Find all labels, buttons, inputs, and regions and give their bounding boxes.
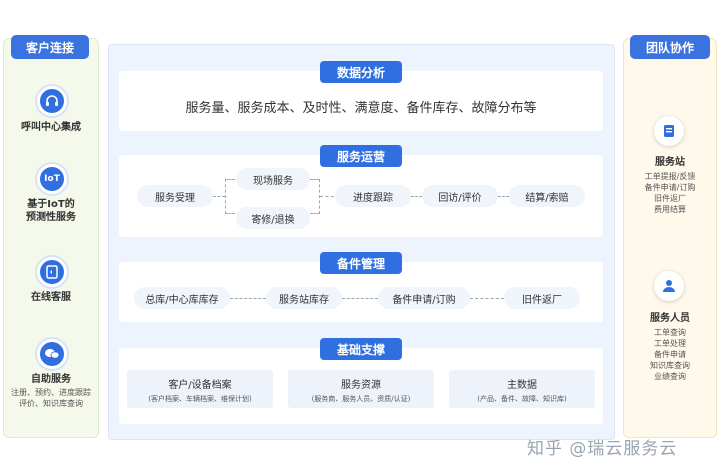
- foundation-card-sub: (客户档案、车辆档案、维保计划): [148, 395, 252, 403]
- foundation-card-title: 客户/设备档案: [168, 380, 232, 391]
- customer-connection-title: 客户连接: [11, 35, 89, 59]
- foundation-card-master-data: 主数据 (产品、备件、故障、知识库): [449, 370, 595, 408]
- left-item-label-self-service: 自助服务: [31, 374, 71, 385]
- team-collaboration-column: [623, 38, 717, 438]
- right-item-sub-staff: 工单查询 工单处理 备件申请 知识库查询 业绩查询: [650, 328, 690, 381]
- foundation-card-sub: (产品、备件、故障、知识库): [477, 395, 567, 403]
- foundation-card-title: 主数据: [507, 380, 537, 391]
- parts-title: 备件管理: [320, 252, 402, 274]
- foundation-card-customer: 客户/设备档案 (客户档案、车辆档案、维保计划): [127, 370, 273, 408]
- left-item-label-call-center: 呼叫中心集成: [21, 122, 81, 133]
- node-follow-up: 回访/评价: [422, 185, 498, 207]
- connector: [320, 196, 334, 197]
- person-icon: [654, 271, 684, 301]
- right-item-sub-station: 工单提报/反馈 备件申请/订购 旧件返厂 费用结算: [644, 172, 696, 214]
- watermark: 知乎 @瑞云服务云: [527, 439, 678, 459]
- online-service-icon: [37, 257, 67, 287]
- service-ops-title: 服务运营: [320, 145, 402, 167]
- node-settlement: 结算/索赔: [509, 185, 585, 207]
- right-item-label-staff: 服务人员: [650, 313, 690, 324]
- node-old-parts-return: 旧件返厂: [504, 287, 580, 309]
- left-item-label-iot: 基于IoT的 预测性服务: [26, 199, 76, 223]
- foundation-card-title: 服务资源: [341, 380, 381, 391]
- connector: [230, 298, 266, 299]
- data-analysis-title: 数据分析: [320, 61, 402, 83]
- foundation-card-sub: (服务商、服务人员、资质/认证): [311, 395, 411, 403]
- connector: [342, 298, 378, 299]
- node-onsite-service: 现场服务: [236, 168, 310, 190]
- node-station-stock: 服务站库存: [266, 287, 342, 309]
- data-analysis-text: 服务量、服务成本、及时性、满意度、备件库存、故障分布等: [185, 101, 537, 116]
- connector-bracket-left: [225, 179, 235, 214]
- connector: [498, 196, 509, 197]
- connector: [213, 196, 225, 197]
- connector: [411, 196, 422, 197]
- right-item-label-station: 服务站: [655, 157, 685, 168]
- team-collaboration-title: 团队协作: [630, 35, 710, 59]
- foundation-title: 基础支撑: [320, 338, 402, 360]
- node-central-stock: 总库/中心库库存: [134, 287, 230, 309]
- connector-bracket-right: [310, 179, 320, 214]
- iot-icon: IoT: [37, 164, 67, 194]
- node-parts-request: 备件申请/订购: [378, 287, 470, 309]
- node-service-accept: 服务受理: [137, 185, 213, 207]
- connector: [470, 298, 504, 299]
- headset-icon: [37, 86, 67, 116]
- left-item-sub-self-service: 注册、预约、进度跟踪 评价、知识库查询: [11, 388, 91, 408]
- document-icon: [654, 116, 684, 146]
- node-repair-return: 寄修/退换: [236, 207, 310, 229]
- chat-icon: [37, 339, 67, 369]
- foundation-card-resources: 服务资源 (服务商、服务人员、资质/认证): [288, 370, 434, 408]
- left-item-label-online: 在线客服: [31, 292, 71, 303]
- node-progress-tracking: 进度跟踪: [335, 185, 411, 207]
